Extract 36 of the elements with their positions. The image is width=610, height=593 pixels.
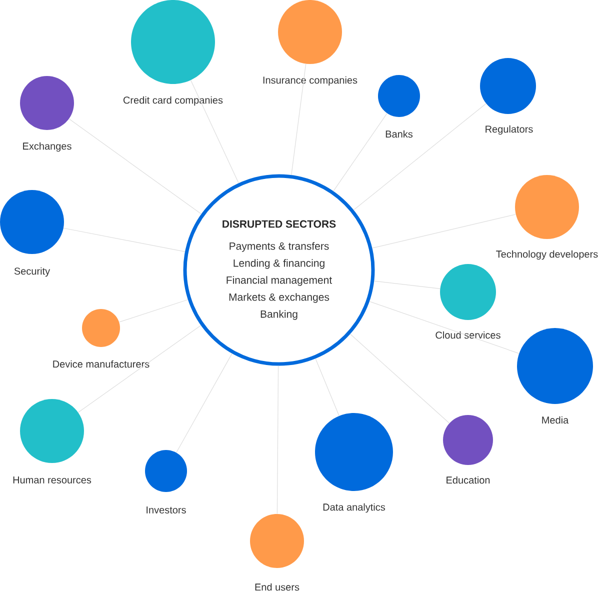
connector-line [333, 113, 388, 192]
connector-line [68, 118, 202, 214]
bubble-label: Data analytics [323, 503, 386, 513]
bubble-label: Technology developers [496, 250, 598, 260]
connector-line [374, 280, 440, 290]
connector-line [291, 64, 306, 176]
heading: DISRUPTED SECTORS [222, 220, 336, 228]
bubble-label: Regulators [486, 125, 533, 135]
connector-line [369, 301, 520, 354]
sector-item: Payments & transfers [230, 242, 329, 252]
sector-item: Lending & financing [234, 259, 324, 269]
bubble-label: Investors [146, 506, 186, 514]
connector-line [372, 214, 516, 248]
bubble-label: Human resources [13, 476, 92, 484]
bubble-label: Education [446, 476, 490, 484]
connector-line [78, 325, 202, 413]
bubble-label: Banks [386, 130, 413, 138]
connector-line [350, 334, 450, 424]
connector-line [315, 358, 340, 416]
bubble-label: Insurance companies [263, 76, 358, 86]
bubble-label: Credit card companies [123, 96, 223, 106]
bubble-label: Exchanges [23, 142, 72, 152]
connector-line [276, 365, 279, 514]
sector-item: Financial management [226, 276, 332, 286]
sector-item: Markets & exchanges [229, 293, 330, 303]
connector-line [176, 353, 232, 453]
bubble-label: Security [14, 267, 50, 277]
connector-line [353, 103, 486, 210]
bubble-label: End users [255, 583, 300, 591]
connector-line [190, 80, 239, 184]
bubble-label: Cloud services [436, 331, 500, 339]
connector-line [63, 228, 186, 252]
connector-line [118, 299, 188, 322]
bubble-label: Media [542, 416, 569, 424]
bubble-label: Device manufacturers [53, 360, 150, 368]
sector-item: Banking [260, 310, 298, 320]
